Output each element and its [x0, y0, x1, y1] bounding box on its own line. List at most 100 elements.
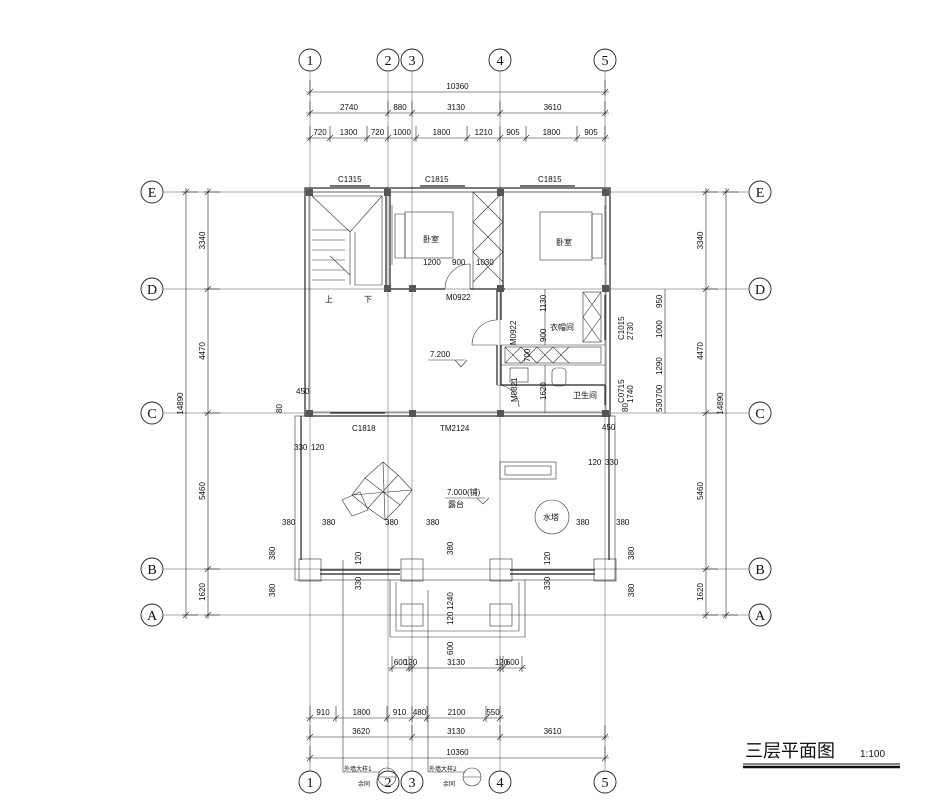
dimension-tick	[204, 188, 212, 196]
dim-text: 80	[621, 403, 630, 412]
axis-bubble: B	[140, 557, 164, 581]
dimension-text: 2740	[340, 103, 358, 112]
dim-text: 1000	[655, 320, 664, 338]
dimension-tick	[384, 134, 392, 142]
dimension-tick	[408, 664, 416, 672]
dimension-text: 3620	[352, 727, 370, 736]
dimension-tick	[306, 109, 314, 117]
dimension-tick	[306, 754, 314, 762]
dimension-tick	[204, 611, 212, 619]
dimension-text: 10360	[446, 82, 469, 91]
axis-bubble: B	[748, 557, 772, 581]
dimension-tick	[204, 565, 212, 573]
axis-label: 5	[602, 776, 609, 791]
axis-bubble: 1	[298, 770, 322, 794]
dimension-text: 910	[316, 708, 330, 717]
dimension-tick	[332, 714, 340, 722]
room-bedroom: 卧室	[556, 237, 572, 247]
dim-text: 450	[296, 387, 310, 396]
dim-text: 120	[543, 551, 552, 565]
axis-label: B	[755, 563, 764, 578]
dim-text: 330	[294, 443, 308, 452]
dim-text: 330	[605, 458, 619, 467]
dimension-text: 1620	[696, 583, 705, 601]
detail-callout[interactable]: 外墙大样2 余同	[427, 590, 482, 788]
dimension-tick	[601, 134, 609, 142]
callout-label: 外墙大样2	[429, 765, 457, 773]
dimension-tick	[423, 714, 431, 722]
dim-text: 900	[452, 258, 466, 267]
dimension-tick	[408, 109, 416, 117]
dimension-tick	[408, 733, 416, 741]
dimension-tick	[601, 88, 609, 96]
axis-label: D	[147, 283, 157, 298]
axis-bubble: C	[748, 401, 772, 425]
axis-bubble: 1	[298, 48, 322, 72]
dim-text: 600	[446, 641, 455, 655]
window-c0715: C0715	[617, 379, 626, 403]
dimension-text: 3610	[544, 103, 562, 112]
axis-label: 1	[307, 776, 314, 791]
dim-text: 120	[311, 443, 325, 452]
dimension-tick	[702, 611, 710, 619]
axis-label: 1	[307, 54, 314, 69]
title-scale: 1:100	[860, 749, 885, 760]
dim-text: 380	[268, 583, 277, 597]
dimension-text: 120	[495, 658, 509, 667]
axis-bubble: 3	[400, 48, 424, 72]
dimension-tick	[182, 611, 190, 619]
dimension-text: 910	[393, 708, 407, 717]
dimension-text: 1620	[198, 583, 207, 601]
dimension-text: 2100	[448, 708, 466, 717]
dimension-text: 905	[506, 128, 520, 137]
dimension-tick	[573, 134, 581, 142]
dimension-tick	[412, 134, 420, 142]
callout-note: 余同	[358, 780, 370, 788]
axis-label: 4	[497, 54, 504, 69]
window-c1315: C1315	[338, 175, 362, 184]
axis-label: 2	[385, 776, 392, 791]
dimension-tick	[204, 285, 212, 293]
dimension-tick	[496, 664, 504, 672]
dimension-tick	[306, 134, 314, 142]
dim-text: 1200	[423, 258, 441, 267]
dimension-tick	[722, 188, 730, 196]
dimension-text: 720	[371, 128, 385, 137]
axis-label: D	[755, 283, 765, 298]
dim-text: 380	[616, 518, 630, 527]
axis-label: 4	[497, 776, 504, 791]
dimension-tick	[306, 714, 314, 722]
dimension-tick	[326, 134, 334, 142]
dimension-text: 480	[413, 708, 427, 717]
title-text: 三层平面图	[745, 741, 835, 762]
dimension-tick	[518, 664, 526, 672]
dimension-text: 720	[313, 128, 327, 137]
floor-level: 7.200	[430, 350, 451, 359]
stair-down: 下	[364, 295, 372, 304]
dimension-tick	[496, 109, 504, 117]
dimension-tick	[499, 664, 507, 672]
dimension-text: 4470	[198, 342, 207, 360]
axis-label: E	[756, 186, 765, 201]
dim-text: 380	[322, 518, 336, 527]
dim-text: 330	[543, 576, 552, 590]
dimension-tick	[496, 714, 504, 722]
dim-text: 1240	[446, 592, 455, 610]
dimension-tick	[702, 285, 710, 293]
axis-label: A	[147, 609, 158, 624]
axis-bubble: E	[140, 180, 164, 204]
dim-text: 380	[268, 546, 277, 560]
dim-text: 1290	[655, 357, 664, 375]
dimension-text: 10360	[446, 748, 469, 757]
dimension-tick	[363, 134, 371, 142]
labels: C1315 C1815 C1815 C1818 TM2124 M0922 M09…	[268, 175, 666, 655]
detail-callout[interactable]: 外墙大样1 余同	[342, 560, 397, 788]
axis-bubble: C	[140, 401, 164, 425]
axis-bubble: D	[140, 277, 164, 301]
dimension-text: 4470	[696, 342, 705, 360]
axis-bubble: A	[140, 603, 164, 627]
dim-text: 700	[655, 384, 664, 398]
